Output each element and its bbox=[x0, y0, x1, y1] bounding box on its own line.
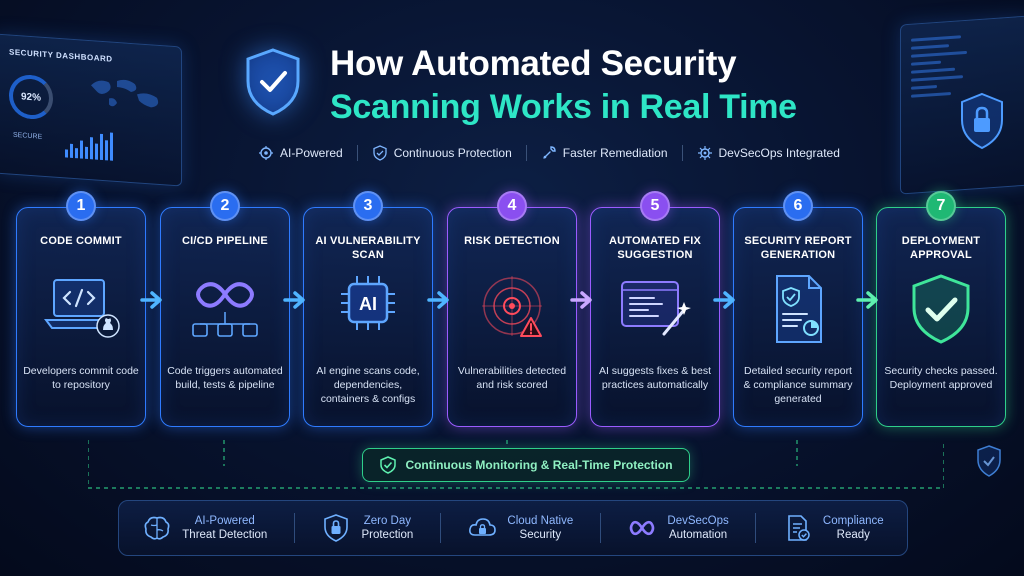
step-card-risk-detection: 4 RISK DETECTION Vulnerabilities detecte… bbox=[447, 191, 577, 427]
tag-ai-powered: AI-Powered bbox=[258, 145, 343, 161]
step-title: CI/CD PIPELINE bbox=[182, 235, 268, 247]
step-number-badge: 7 bbox=[926, 191, 956, 221]
step-card-code-commit: 1 CODE COMMIT Developers commit code to … bbox=[16, 191, 146, 427]
arrow-right-icon bbox=[856, 291, 878, 309]
step-number-badge: 3 bbox=[353, 191, 383, 221]
world-map-icon bbox=[91, 79, 159, 108]
tag-devsecops-integrated: DevSecOps Integrated bbox=[697, 145, 840, 161]
feature-tags-row: AI-Powered Continuous Protection Faster … bbox=[258, 145, 878, 161]
feature-line2: Threat Detection bbox=[182, 529, 268, 541]
feature-line2: Protection bbox=[361, 529, 414, 541]
tag-label: DevSecOps Integrated bbox=[718, 146, 840, 160]
feature-line1: DevSecOps bbox=[667, 515, 729, 527]
feature-line2: Ready bbox=[836, 529, 870, 541]
continuous-monitoring-banner: Continuous Monitoring & Real-Time Protec… bbox=[362, 448, 690, 482]
tag-label: AI-Powered bbox=[280, 146, 343, 160]
arrow-right-icon bbox=[570, 291, 592, 309]
shield-check-icon bbox=[380, 456, 397, 474]
infinity-pipeline-icon bbox=[192, 282, 258, 337]
laptop-code-icon bbox=[44, 279, 120, 338]
feature-line2: Automation bbox=[668, 529, 728, 541]
feature-line1: AI-Powered bbox=[194, 515, 255, 527]
feature-line1: Cloud Native bbox=[507, 515, 574, 527]
lock-shield-icon bbox=[961, 92, 1003, 150]
step-card-automated-fix-suggestion: 5 AUTOMATED FIX SUGGESTION AI suggests f… bbox=[590, 191, 720, 427]
step-description: AI engine scans code, dependencies, cont… bbox=[316, 365, 420, 405]
code-wand-icon bbox=[621, 281, 691, 336]
step-description: AI suggests fixes & best practices autom… bbox=[598, 365, 712, 391]
arrow-right-icon bbox=[283, 291, 305, 309]
arrow-right-icon bbox=[713, 291, 735, 309]
security-gauge: 92% bbox=[9, 73, 53, 121]
tag-label: Continuous Protection bbox=[393, 146, 512, 160]
step-title: AUTOMATED FIX SUGGESTION bbox=[608, 235, 702, 261]
arrow-right-icon bbox=[427, 291, 449, 309]
step-description: Security checks passed. Deployment appro… bbox=[884, 365, 998, 391]
feature-line1: Zero Day bbox=[363, 515, 411, 527]
step-number-badge: 1 bbox=[66, 191, 96, 221]
page-title-line2: Scanning Works in Real Time bbox=[330, 88, 797, 126]
lock-shield-icon bbox=[324, 514, 349, 542]
dashboard-title: SECURITY DASHBOARD bbox=[9, 47, 113, 64]
brain-icon bbox=[144, 516, 170, 540]
step-description: Code triggers automated build, tests & p… bbox=[167, 365, 283, 391]
wrench-icon bbox=[543, 146, 556, 159]
svg-text:AI: AI bbox=[359, 294, 377, 314]
step-number-badge: 4 bbox=[497, 191, 527, 221]
step-card-ci-cd-pipeline: 2 CI/CD PIPELINE Code triggers automated… bbox=[160, 191, 290, 427]
step-description: Detailed security report & compliance su… bbox=[743, 365, 853, 405]
shield-check-icon bbox=[977, 445, 1001, 477]
step-card-deployment-approval: 7 DEPLOYMENT APPROVAL Security checks pa… bbox=[876, 191, 1006, 427]
tag-label: Faster Remediation bbox=[562, 146, 668, 160]
shield-check-icon bbox=[246, 48, 300, 116]
security-dashboard-panel: SECURITY DASHBOARD 92% SECURE bbox=[0, 33, 182, 187]
page-title-line1: How Automated Security bbox=[330, 44, 737, 83]
cloud-lock-icon bbox=[469, 518, 497, 536]
step-card-ai-vulnerability-scan: 3 AI VULNERABILITY SCAN AI AI engine sca… bbox=[303, 191, 433, 427]
feature-line1: Compliance bbox=[822, 515, 884, 527]
feature-line2: Security bbox=[519, 529, 562, 541]
step-number-badge: 5 bbox=[640, 191, 670, 221]
brain-chip-icon bbox=[259, 146, 273, 160]
monitoring-loop-connector bbox=[88, 440, 944, 489]
step-card-security-report-generation: 6 SECURITY REPORT GENERATION Detailed se… bbox=[733, 191, 863, 427]
step-description: Vulnerabilities detected and risk scored bbox=[457, 365, 567, 391]
step-title: AI VULNERABILITY SCAN bbox=[315, 235, 421, 261]
step-title: DEPLOYMENT APPROVAL bbox=[901, 235, 981, 261]
gauge-value: 92% bbox=[20, 90, 41, 104]
step-number-badge: 2 bbox=[210, 191, 240, 221]
step-description: Developers commit code to repository bbox=[23, 365, 139, 391]
infinity-icon bbox=[630, 520, 655, 536]
radar-warning-icon bbox=[482, 276, 542, 337]
report-document-icon bbox=[776, 275, 822, 343]
tag-faster-remediation: Faster Remediation bbox=[541, 145, 668, 161]
arrow-right-icon bbox=[140, 291, 162, 309]
tag-continuous-protection: Continuous Protection bbox=[372, 145, 512, 161]
monitoring-label: Continuous Monitoring & Real-Time Protec… bbox=[405, 458, 673, 472]
ai-chip-icon: AI bbox=[341, 276, 395, 330]
compliance-document-icon bbox=[788, 515, 810, 541]
step-title: SECURITY REPORT GENERATION bbox=[744, 235, 852, 261]
shield-check-icon bbox=[912, 274, 970, 344]
step-title: RISK DETECTION bbox=[464, 235, 560, 247]
dashboard-bar-chart bbox=[65, 127, 113, 161]
shield-check-icon bbox=[373, 145, 387, 161]
step-number-badge: 6 bbox=[783, 191, 813, 221]
step-title: CODE COMMIT bbox=[40, 235, 122, 247]
gauge-label: SECURE bbox=[13, 131, 43, 141]
gear-icon bbox=[697, 146, 712, 160]
